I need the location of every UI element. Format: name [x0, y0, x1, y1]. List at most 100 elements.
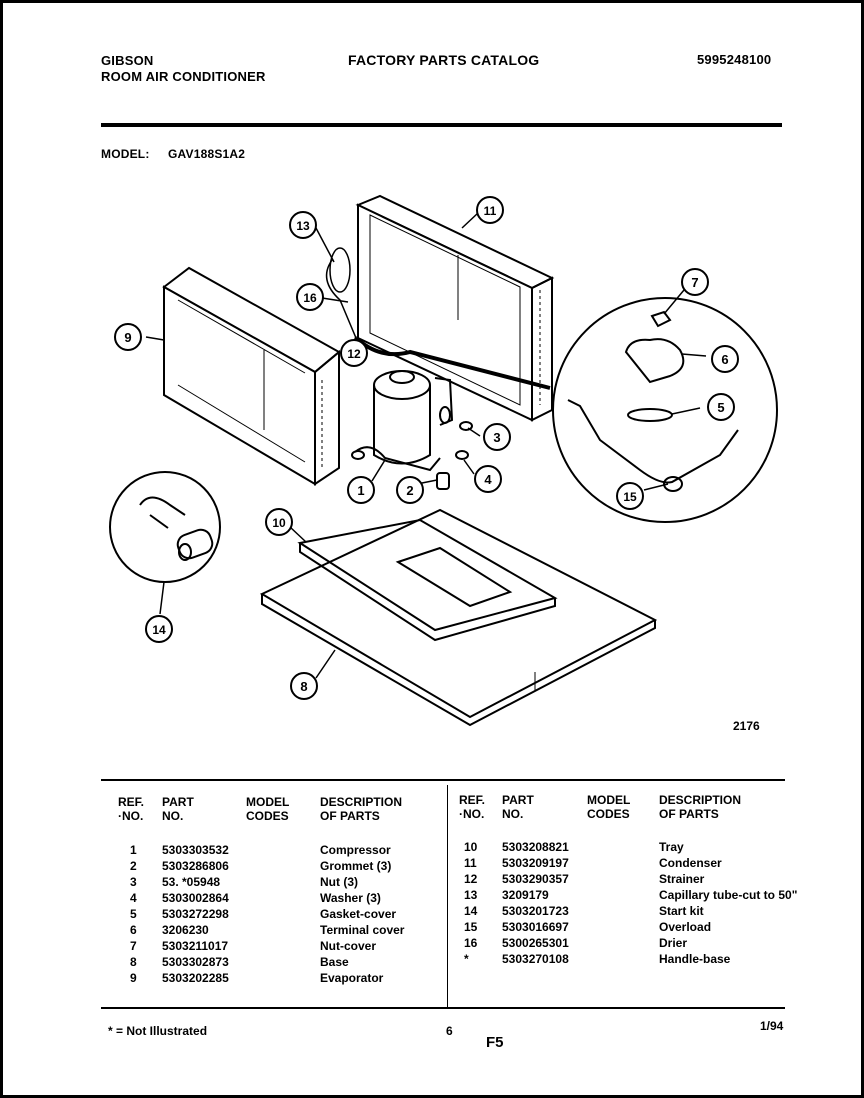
- part-no-header: PART NO.: [162, 795, 194, 823]
- description-cell: Nut-cover: [320, 939, 377, 953]
- svg-text:16: 16: [303, 291, 317, 305]
- callout-2: 2: [396, 476, 424, 504]
- part-no-cell: 5303290357: [502, 872, 569, 886]
- ref-no-cell: 6: [130, 923, 137, 937]
- svg-text:1: 1: [357, 483, 364, 498]
- description-cell: Nut (3): [320, 875, 358, 889]
- part-no-cell: 5303002864: [162, 891, 229, 905]
- description-cell: Grommet (3): [320, 859, 392, 873]
- part-no-cell: 5303303532: [162, 843, 229, 857]
- table-row: 6 3206230 Terminal cover: [0, 923, 864, 939]
- ref-no-cell: 10: [464, 840, 478, 854]
- table-row: 16 5300265301 Drier: [0, 936, 864, 952]
- svg-text:14: 14: [152, 623, 166, 637]
- description-cell: Terminal cover: [320, 923, 405, 937]
- ref-no-cell: 15: [464, 920, 478, 934]
- description-cell: Strainer: [659, 872, 705, 886]
- tray-drawing: [297, 518, 558, 642]
- callout-6: 6: [711, 345, 739, 373]
- svg-text:4: 4: [484, 472, 492, 487]
- part-no-cell: 3209179: [502, 888, 549, 902]
- table-row: 13 3209179 Capillary tube-cut to 50": [0, 888, 864, 904]
- ref-no-cell: 2: [130, 859, 137, 873]
- svg-text:8: 8: [300, 679, 307, 694]
- figure-number: 2176: [733, 719, 760, 733]
- part-no-cell: 5303016697: [502, 920, 569, 934]
- ref-no-cell: 7: [130, 939, 137, 953]
- catalog-number: 5995248100: [697, 52, 772, 67]
- ref-no-header-right: REF. ·NO.: [459, 793, 486, 821]
- ref-no-cell: 5: [130, 907, 137, 921]
- svg-text:6: 6: [721, 352, 728, 367]
- model-codes-header: MODEL CODES: [246, 795, 290, 823]
- svg-text:5: 5: [717, 400, 724, 415]
- header-rule: [101, 123, 782, 127]
- callout-11: 11: [476, 196, 504, 224]
- part-no-cell: 5303202285: [162, 971, 229, 985]
- callout-12: 12: [340, 339, 368, 367]
- part-no-cell: 5303286806: [162, 859, 229, 873]
- callout-3: 3: [483, 423, 511, 451]
- svg-text:10: 10: [272, 516, 286, 530]
- callout-9: 9: [114, 323, 142, 351]
- description-cell: Evaporator: [320, 971, 384, 985]
- callout-4: 4: [474, 465, 502, 493]
- part-no-cell: 5300265301: [502, 936, 569, 950]
- table-row: 9 5303202285 Evaporator: [0, 971, 864, 987]
- ref-no-cell: 9: [130, 971, 137, 985]
- description-cell: Capillary tube-cut to 50": [659, 888, 798, 902]
- description-cell: Condenser: [659, 856, 722, 870]
- description-cell: Tray: [659, 840, 684, 854]
- part-no-cell: 5303302873: [162, 955, 229, 969]
- catalog-title: FACTORY PARTS CATALOG: [348, 52, 540, 68]
- part-no-cell: 5303270108: [502, 952, 569, 966]
- ref-no-cell: 16: [464, 936, 478, 950]
- page-code: F5: [486, 1034, 504, 1051]
- part-no-cell: 5303272298: [162, 907, 229, 921]
- model-codes-header-right: MODEL CODES: [587, 793, 631, 821]
- table-column-divider: [447, 785, 448, 1007]
- callout-leaders: [145, 212, 707, 679]
- description-header: DESCRIPTION OF PARTS: [320, 795, 403, 823]
- part-no-cell: 5303209197: [502, 856, 569, 870]
- terminal-detail-circle: [552, 297, 778, 523]
- ref-no-cell: 13: [464, 888, 478, 902]
- description-header-right: DESCRIPTION OF PARTS: [659, 793, 742, 821]
- callout-14: 14: [145, 615, 173, 643]
- ref-no-cell: 3: [130, 875, 137, 889]
- page-number: 6: [446, 1024, 453, 1038]
- ref-no-cell: 12: [464, 872, 478, 886]
- svg-text:2: 2: [406, 483, 413, 498]
- description-cell: Drier: [659, 936, 688, 950]
- part-no-header-right: PART NO.: [502, 793, 534, 821]
- product-name: ROOM AIR CONDITIONER: [101, 69, 266, 84]
- part-no-cell: 5303208821: [502, 840, 569, 854]
- svg-text:15: 15: [623, 490, 637, 504]
- compressor-drawing: [351, 370, 454, 472]
- ref-no-cell: *: [464, 952, 469, 966]
- revision-date: 1/94: [760, 1019, 784, 1033]
- callout-16: 16: [296, 283, 324, 311]
- base-drawing: [259, 508, 658, 727]
- svg-text:13: 13: [296, 219, 310, 233]
- callout-7: 7: [681, 268, 709, 296]
- ref-no-header: REF. ·NO.: [118, 795, 145, 823]
- part-no-cell: 5303201723: [502, 904, 569, 918]
- svg-text:12: 12: [347, 347, 361, 361]
- part-no-cell: 3206230: [162, 923, 209, 937]
- callout-10: 10: [265, 508, 293, 536]
- svg-text:3: 3: [493, 430, 500, 445]
- ref-no-cell: 4: [130, 891, 137, 905]
- svg-text:7: 7: [691, 275, 698, 290]
